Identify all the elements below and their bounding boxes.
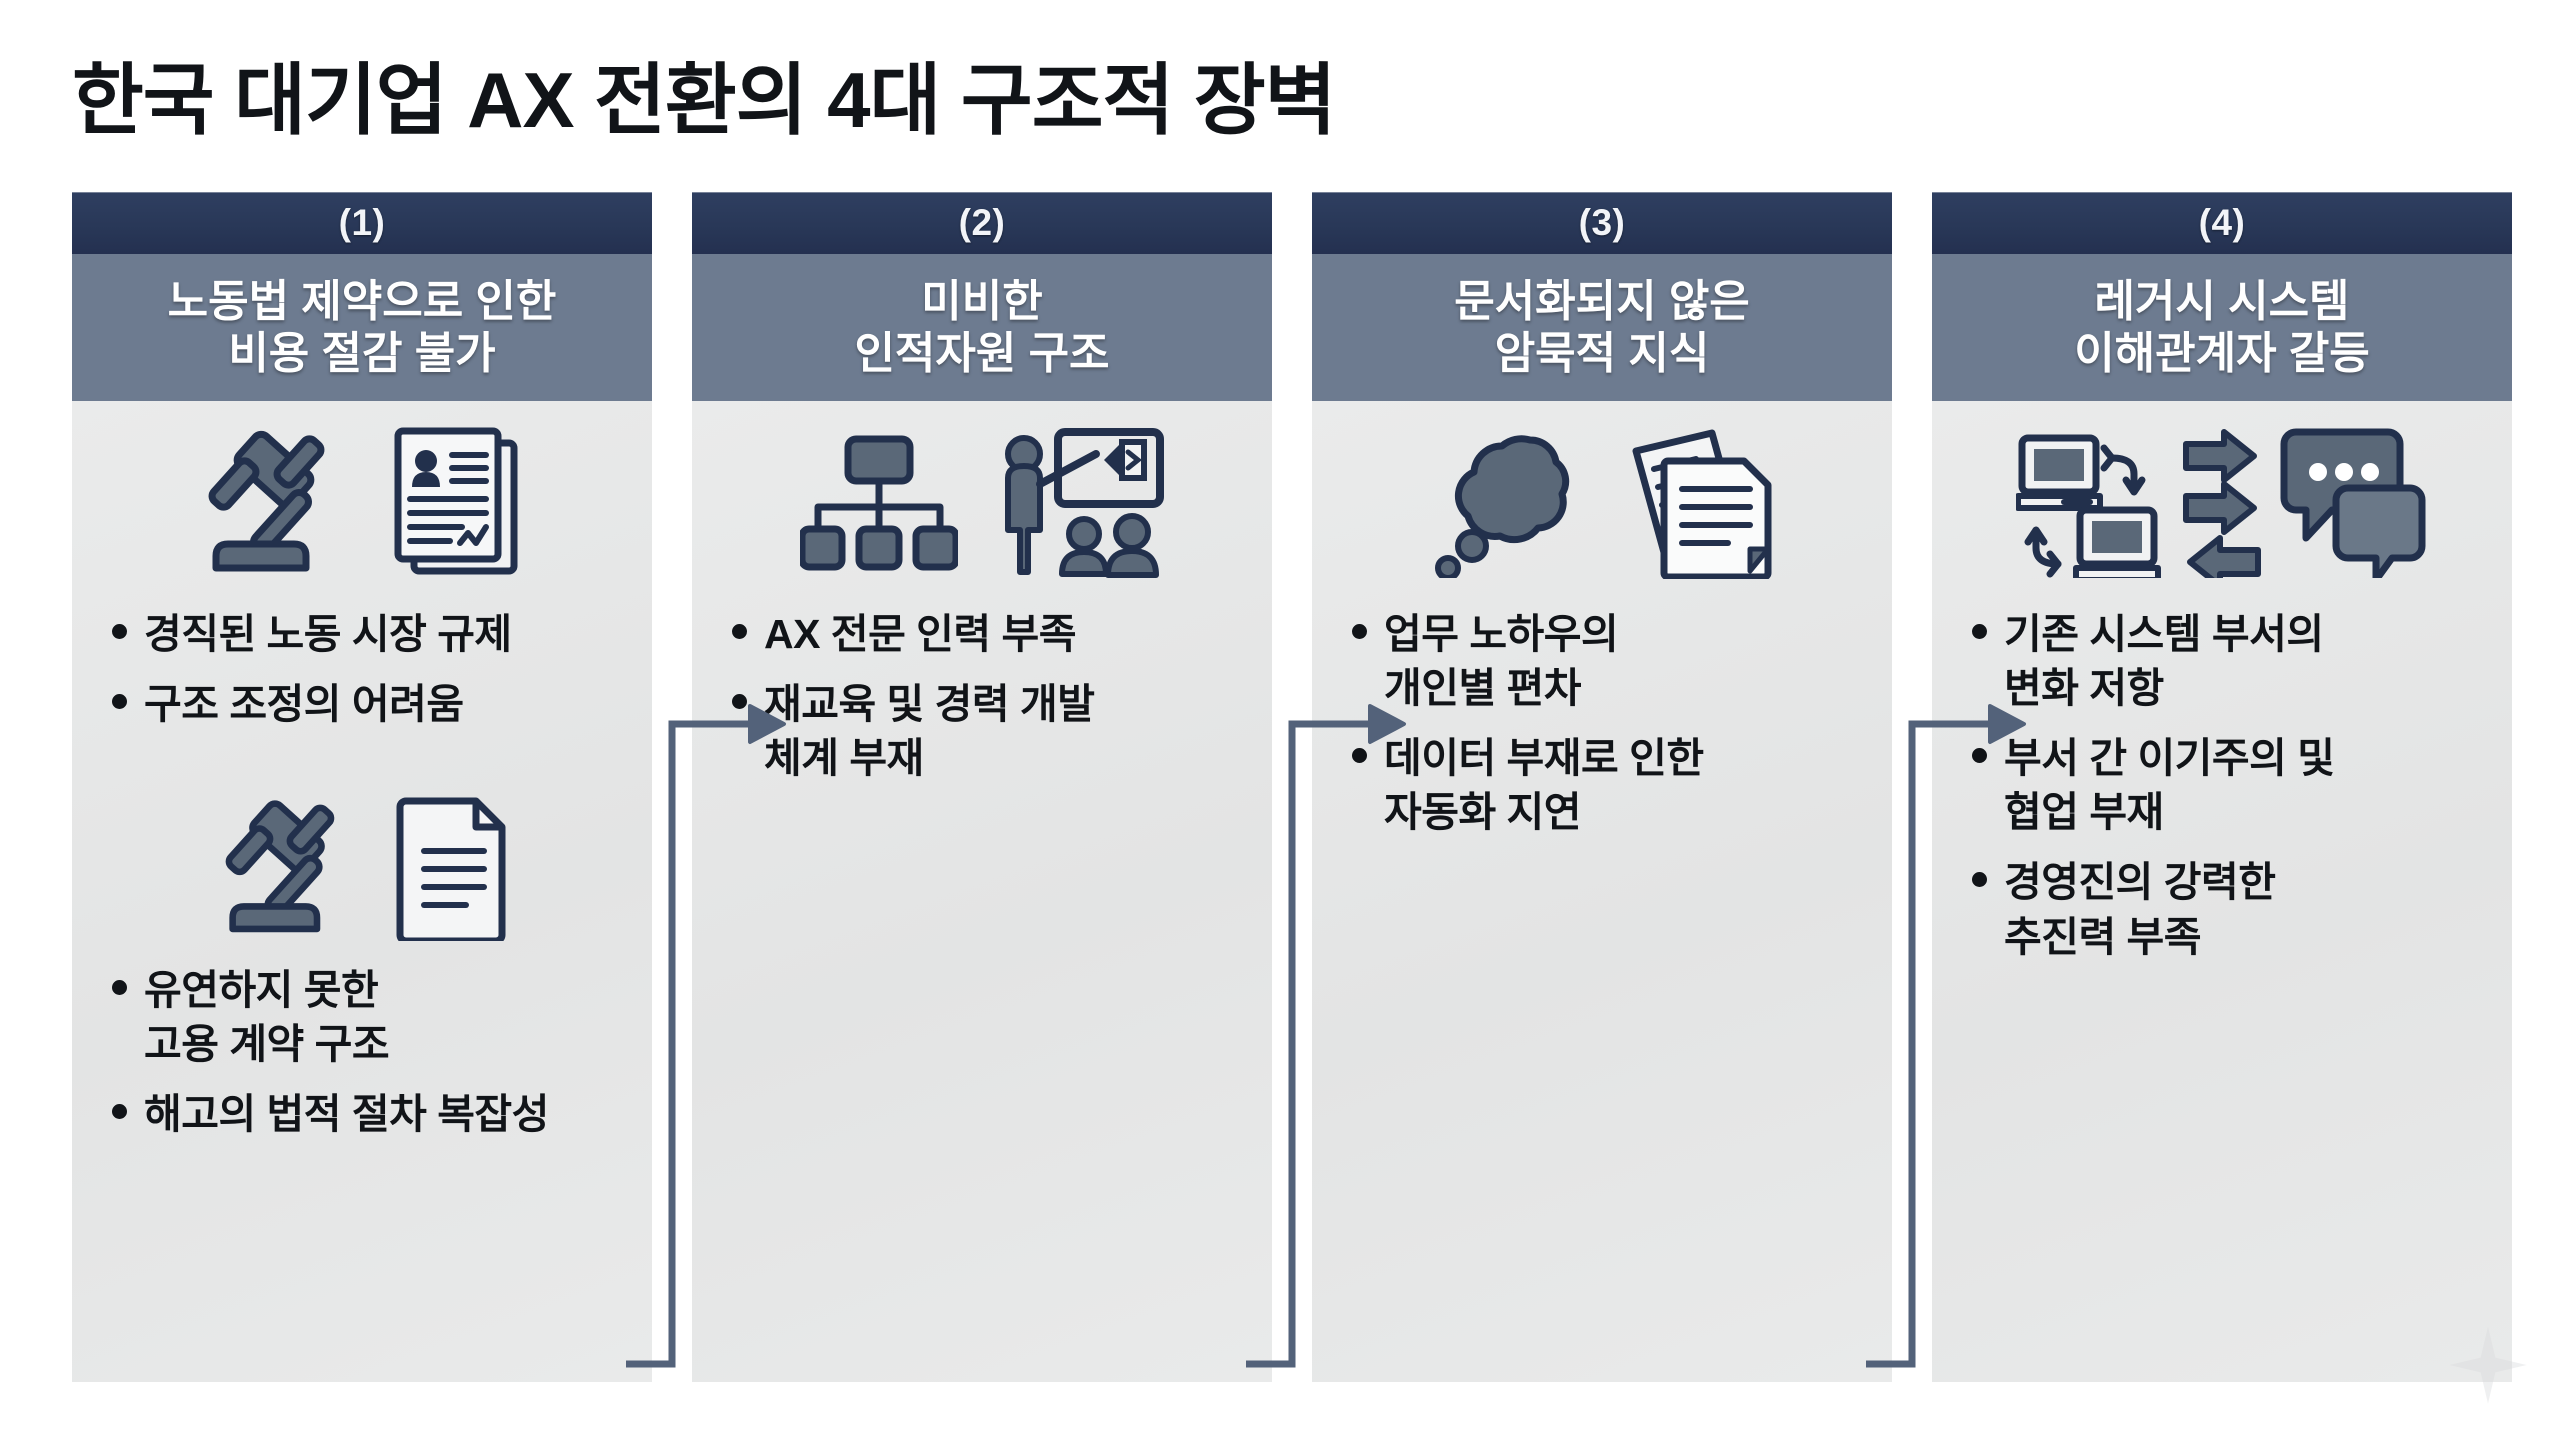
column-4-title-line2: 이해관계자 갈등 xyxy=(2074,328,2370,378)
column-1-bullets-second: 유연하지 못한 고용 계약 구조 해고의 법적 절차 복잡성 xyxy=(106,963,634,1157)
column-1-icon-row-secondary xyxy=(72,793,652,943)
document-icon xyxy=(396,797,506,941)
list-item: 부서 간 이기주의 및 협업 부재 xyxy=(1966,731,2494,839)
list-item: AX 전문 인력 부족 xyxy=(726,607,1254,661)
barrier-column-4[interactable]: (4) 레거시 시스템 이해관계자 갈등 xyxy=(1932,192,2512,1382)
bullet-dot-icon xyxy=(112,980,127,995)
column-2-number-band: (2) xyxy=(692,192,1272,254)
column-3-number-band: (3) xyxy=(1312,192,1892,254)
bullet-dot-icon xyxy=(732,694,747,710)
column-1-title-line2: 비용 절감 불가 xyxy=(228,328,496,378)
resume-document-icon xyxy=(394,427,518,575)
column-2-bullets-first: AX 전문 인력 부족 재교육 및 경력 개발 체계 부재 xyxy=(726,607,1254,801)
org-chart-icon xyxy=(800,435,958,571)
barrier-column-3[interactable]: (3) 문서화되지 않은 암묵적 지식 xyxy=(1312,192,1892,1382)
gavel-icon xyxy=(208,430,325,572)
column-1-number-band: (1) xyxy=(72,192,652,254)
column-1-number: (1) xyxy=(338,202,386,243)
training-presenter-icon xyxy=(1005,428,1164,578)
column-4-number: (4) xyxy=(2198,202,2246,243)
list-item: 유연하지 못한 고용 계약 구조 xyxy=(106,963,634,1071)
bullet-text: 경영진의 강력한 추진력 부족 xyxy=(2004,859,2276,960)
column-2-body: AX 전문 인력 부족 재교육 및 경력 개발 체계 부재 xyxy=(692,401,1272,1382)
bullet-text: 데이터 부재로 인한 자동화 지연 xyxy=(1384,735,1704,836)
bullet-text: 경직된 노동 시장 규제 xyxy=(144,611,512,657)
bullet-text: 업무 노하우의 개인별 편차 xyxy=(1384,611,1619,712)
bullet-dot-icon xyxy=(1972,872,1987,888)
bullet-text: 재교육 및 경력 개발 체계 부재 xyxy=(764,681,1095,782)
barriers-columns: (1) 노동법 제약으로 인한 비용 절감 불가 xyxy=(0,192,2560,1384)
column-2-title-line2: 인적자원 구조 xyxy=(854,328,1110,378)
column-2-title-line1: 미비한 xyxy=(921,276,1043,326)
thought-bubble-icon xyxy=(1435,435,1570,578)
bullet-dot-icon xyxy=(1972,624,1987,639)
column-1-icon-row-primary xyxy=(72,423,652,583)
column-4-title-line1: 레거시 시스템 xyxy=(2094,276,2350,326)
barrier-column-2[interactable]: (2) 미비한 인적자원 구조 xyxy=(692,192,1272,1382)
bullet-text: 부서 간 이기주의 및 협업 부재 xyxy=(2004,735,2335,836)
column-2-icon-row-primary xyxy=(692,423,1272,583)
barrier-column-1[interactable]: (1) 노동법 제약으로 인한 비용 절감 불가 xyxy=(72,192,652,1382)
column-3-number: (3) xyxy=(1578,202,1626,243)
column-4-bullets-first: 기존 시스템 부서의 변화 저항 부서 간 이기주의 및 협업 부재 경영진의 … xyxy=(1966,607,2494,980)
arrows-exchange-icon xyxy=(2183,429,2261,578)
bullet-text: AX 전문 인력 부족 xyxy=(764,611,1076,657)
bullet-dot-icon xyxy=(732,624,747,639)
column-4-icon-row-primary xyxy=(1932,423,2512,583)
list-item: 업무 노하우의 개인별 편차 xyxy=(1346,607,1874,715)
column-3-icon-row-primary xyxy=(1312,423,1892,583)
column-1-title-line1: 노동법 제약으로 인한 xyxy=(167,276,557,326)
column-4-number-band: (4) xyxy=(1932,192,2512,254)
gavel-icon xyxy=(225,800,335,933)
bullet-dot-icon xyxy=(112,624,127,639)
column-4-title-band: 레거시 시스템 이해관계자 갈등 xyxy=(1932,254,2512,401)
page-title: 한국 대기업 AX 전환의 4대 구조적 장벽 xyxy=(72,56,1336,144)
list-item: 데이터 부재로 인한 자동화 지연 xyxy=(1346,731,1874,839)
bullet-text: 구조 조정의 어려움 xyxy=(144,681,464,728)
list-item: 경영진의 강력한 추진력 부족 xyxy=(1966,855,2494,963)
column-1-body: 경직된 노동 시장 규제 구조 조정의 어려움 xyxy=(72,401,652,1382)
column-2-number: (2) xyxy=(958,202,1006,243)
column-3-title-line1: 문서화되지 않은 xyxy=(1454,276,1750,326)
bullet-dot-icon xyxy=(1972,748,1987,764)
list-item: 재교육 및 경력 개발 체계 부재 xyxy=(726,677,1254,785)
column-1-title-band: 노동법 제약으로 인한 비용 절감 불가 xyxy=(72,254,652,401)
column-4-body: 기존 시스템 부서의 변화 저항 부서 간 이기주의 및 협업 부재 경영진의 … xyxy=(1932,401,2512,1382)
column-3-title-line2: 암묵적 지식 xyxy=(1494,328,1710,378)
bullet-dot-icon xyxy=(112,1104,127,1120)
bullet-dot-icon xyxy=(112,694,127,710)
column-2-title-band: 미비한 인적자원 구조 xyxy=(692,254,1272,401)
list-item: 구조 조정의 어려움 xyxy=(106,677,634,731)
column-1-bullets-first: 경직된 노동 시장 규제 구조 조정의 어려움 xyxy=(106,607,634,747)
bullet-text: 기존 시스템 부서의 변화 저항 xyxy=(2004,611,2324,712)
list-item: 경직된 노동 시장 규제 xyxy=(106,607,634,661)
legacy-computers-sync-icon xyxy=(2016,434,2161,578)
stacked-documents-icon xyxy=(1632,429,1772,579)
bullet-text: 유연하지 못한 고용 계약 구조 xyxy=(144,967,390,1068)
bullet-text: 해고의 법적 절차 복잡성 xyxy=(144,1091,549,1138)
list-item: 해고의 법적 절차 복잡성 xyxy=(106,1087,634,1141)
column-3-title-band: 문서화되지 않은 암묵적 지식 xyxy=(1312,254,1892,401)
bullet-dot-icon xyxy=(1352,624,1367,639)
column-3-bullets-first: 업무 노하우의 개인별 편차 데이터 부재로 인한 자동화 지연 xyxy=(1346,607,1874,855)
sparkle-watermark-icon xyxy=(2449,1326,2527,1404)
speech-bubbles-icon xyxy=(2280,428,2426,578)
column-3-body: 업무 노하우의 개인별 편차 데이터 부재로 인한 자동화 지연 xyxy=(1312,401,1892,1382)
bullet-dot-icon xyxy=(1352,748,1367,764)
list-item: 기존 시스템 부서의 변화 저항 xyxy=(1966,607,2494,715)
